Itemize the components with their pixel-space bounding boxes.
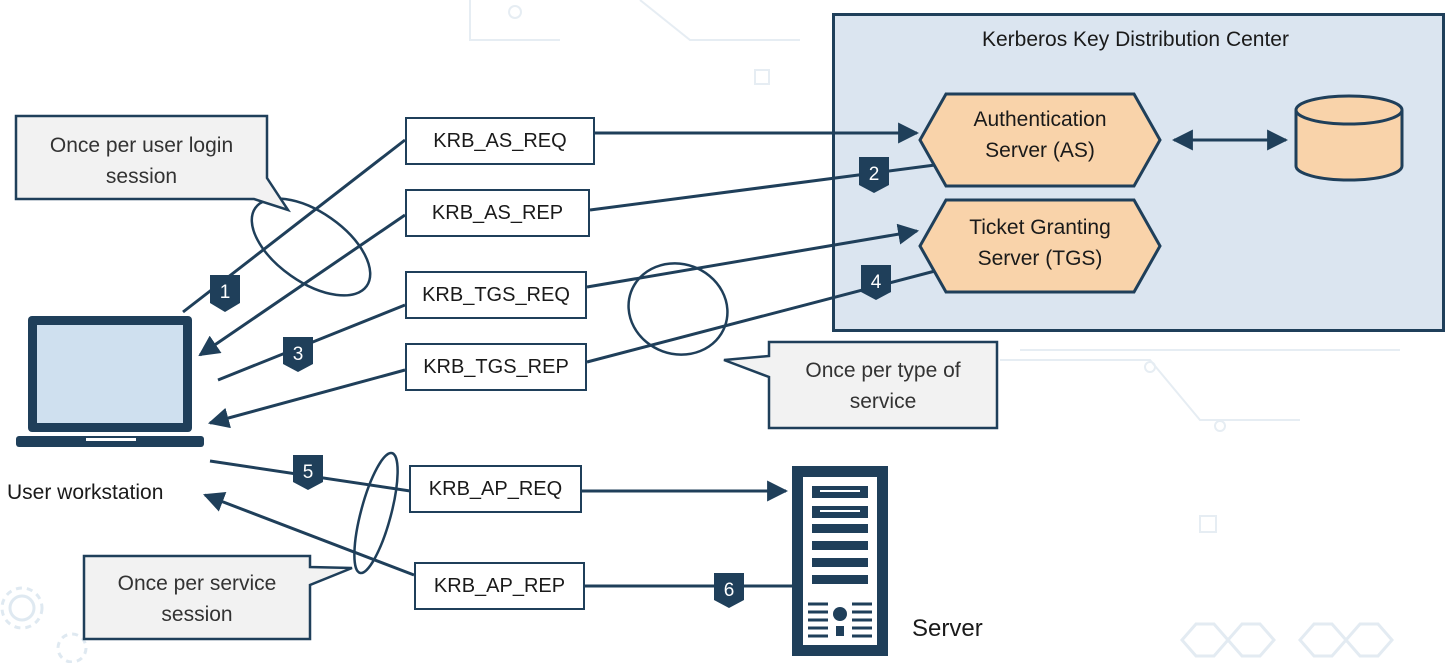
- service-type-ellipse: [627, 262, 729, 356]
- step-badge-4: 4: [861, 265, 891, 300]
- callout-login: [14, 114, 291, 213]
- callout-service-type-line-2: service: [849, 390, 917, 413]
- step-badge-3: 3: [283, 337, 313, 372]
- step-number-2: 2: [869, 164, 880, 185]
- ticket-granting-server-label: Ticket Granting Server (TGS): [940, 212, 1140, 274]
- authentication-server-shape: [918, 92, 1162, 188]
- callout-login-text: Once per user login session: [16, 130, 267, 192]
- tgs-req-line-2: [586, 223, 920, 289]
- krb-ap-rep-box: KRB_AP_REP: [414, 562, 585, 610]
- callout-service-type-text: Once per type of service: [769, 355, 997, 417]
- callout-service-session-text: Once per service session: [84, 568, 310, 630]
- callout-service-session-line-2: session: [161, 603, 233, 626]
- ap-req-line-1: [209, 459, 440, 503]
- step-number-4: 4: [871, 272, 882, 293]
- krb-ap-req-box: KRB_AP_REQ: [409, 465, 582, 513]
- service-session-ellipse: [353, 451, 399, 575]
- callout-service-session: [82, 554, 353, 641]
- workstation-label: User workstation: [7, 481, 164, 504]
- step-badge-6: 6: [714, 573, 744, 608]
- tgs-rep-line-2: [207, 368, 406, 429]
- database-icon: [1294, 94, 1404, 182]
- krb-tgs-rep-box: KRB_TGS_REP: [405, 343, 587, 391]
- tgs-label-line-1: Ticket Granting: [969, 216, 1111, 239]
- as-rep-line-2: [198, 213, 406, 357]
- server-icon: [792, 466, 888, 656]
- ticket-granting-server-shape: [918, 198, 1162, 294]
- callout-service-type: [723, 340, 999, 430]
- ap-rep-line-2: [203, 491, 415, 577]
- tgs-label-line-2: Server (TGS): [977, 247, 1103, 270]
- step-number-6: 6: [724, 580, 735, 601]
- step-number-3: 3: [293, 344, 304, 365]
- krb-as-req-box: KRB_AS_REQ: [405, 117, 595, 165]
- login-session-ellipse: [250, 197, 372, 297]
- callout-login-line-2: session: [105, 165, 178, 188]
- callout-service-session-line-1: Once per service: [117, 572, 277, 595]
- step-number-1: 1: [220, 282, 231, 303]
- krb-as-rep-box: KRB_AS_REP: [405, 189, 590, 237]
- server-label: Server: [912, 615, 983, 642]
- as-label-line-1: Authentication: [973, 108, 1107, 131]
- step-badge-5: 5: [293, 455, 323, 490]
- as-label-line-2: Server (AS): [985, 139, 1095, 162]
- krb-tgs-req-box: KRB_TGS_REQ: [405, 271, 587, 319]
- callout-service-type-line-1: Once per type of: [805, 359, 961, 382]
- laptop-icon: [16, 316, 204, 447]
- kdc-title: Kerberos Key Distribution Center: [982, 28, 1289, 51]
- authentication-server-label: Authentication Server (AS): [940, 104, 1140, 166]
- step-badge-1: 1: [210, 275, 240, 312]
- step-number-5: 5: [303, 462, 314, 483]
- step-badge-2: 2: [859, 157, 889, 193]
- callout-login-line-1: Once per user login: [49, 134, 234, 157]
